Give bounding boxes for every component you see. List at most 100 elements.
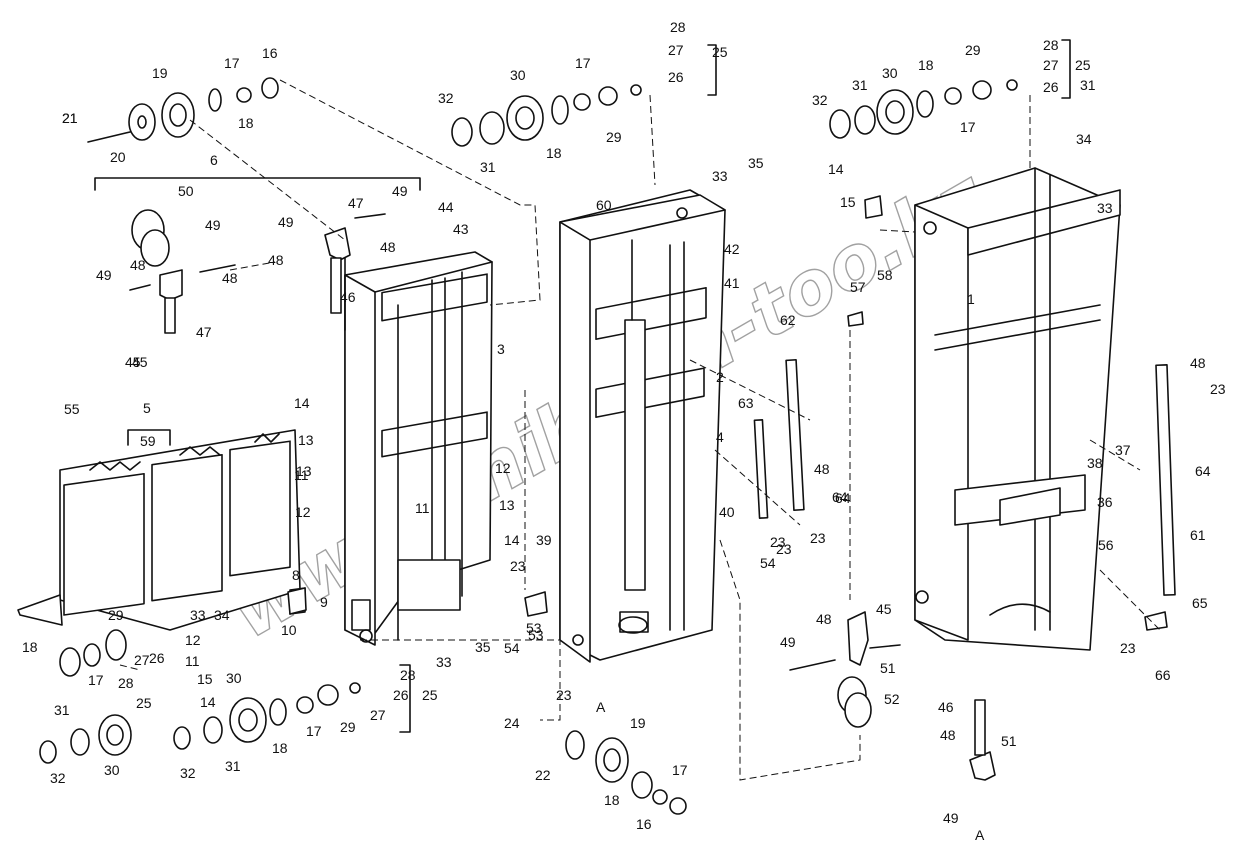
callout-23: 23 [770,534,786,550]
callout-49: 49 [780,634,796,650]
callout-28: 28 [400,667,416,683]
callout-62: 62 [780,312,796,328]
callout-5: 5 [143,400,151,416]
mast-channel-right [914,167,1121,651]
callout-30: 30 [226,670,242,686]
callout-10: 10 [281,622,297,638]
callout-2: 2 [716,369,724,385]
sheave-center-bottom [565,730,687,815]
callout-23: 23 [556,687,572,703]
callout-33: 33 [436,654,452,670]
roller-set-left-bottom [39,629,361,764]
callout-26: 26 [1043,79,1059,95]
callout-19: 19 [630,715,646,731]
callout-60: 60 [596,197,612,213]
callout-48: 48 [816,611,832,627]
callout-15: 15 [197,671,213,687]
callout-14: 14 [504,532,520,548]
callout-18: 18 [918,57,934,73]
callout-11: 11 [415,500,430,516]
small-blocks [287,195,1168,631]
callout-19: 19 [152,65,168,81]
callout-25: 25 [1075,57,1091,73]
callout-23: 23 [810,530,826,546]
callout-59: 59 [140,433,156,449]
mast-channel-left [344,249,493,646]
callout-48: 48 [1190,355,1206,371]
callout-53: 53 [528,627,544,643]
callout-51: 51 [880,660,896,676]
callout-54: 54 [760,555,776,571]
callout-51: 51 [1001,733,1017,749]
callout-31: 31 [852,77,868,93]
callout-35: 35 [748,155,764,171]
callout-27: 27 [370,707,386,723]
callout-48: 48 [380,239,396,255]
callout-30: 30 [104,762,120,778]
callout-28: 28 [1043,37,1059,53]
callout-49: 49 [278,214,294,230]
callout-42: 42 [724,241,740,257]
chain-sheave-assembly-top-left [87,77,279,143]
callout-28: 28 [670,19,686,35]
callout-32: 32 [812,92,828,108]
chain-anchor-right [789,611,996,781]
callout-48: 48 [814,461,830,477]
callout-29: 29 [340,719,356,735]
callout-63: 63 [738,395,754,411]
callout-21: 21 [62,110,78,126]
callout-34: 34 [1076,131,1092,147]
callout-17: 17 [224,55,240,71]
callout-29: 29 [606,129,622,145]
callout-54: 54 [504,640,520,656]
chain-anchor-left [129,209,236,334]
callout-41: 41 [724,275,740,291]
callout-48: 48 [130,257,146,273]
callout-A: A [596,699,606,715]
bracket-6 [94,39,1071,733]
callout-64: 64 [835,490,851,506]
callout-57: 57 [850,279,866,295]
assembly-lines [119,79,1161,781]
callout-61: 61 [1190,527,1206,543]
callout-45: 45 [125,354,141,370]
callout-48: 48 [222,270,238,286]
callout-48: 48 [268,252,284,268]
callout-13: 13 [298,432,314,448]
callout-23: 23 [1210,381,1226,397]
callout-13: 13 [296,463,312,479]
callout-49: 49 [392,183,408,199]
callout-17: 17 [575,55,591,71]
callout-9: 9 [320,594,328,610]
callout-3: 3 [497,341,505,357]
guide-rods [753,359,1176,596]
callout-20: 20 [110,149,126,165]
callout-31: 31 [225,758,241,774]
callout-26: 26 [149,650,165,666]
callout-21: 21 [62,110,78,126]
callout-26: 26 [393,687,409,703]
callout-52: 52 [884,691,900,707]
callout-17: 17 [306,723,322,739]
callout-50: 50 [178,183,194,199]
callout-11: 11 [294,467,309,483]
callout-47: 47 [196,324,212,340]
callout-65: 65 [1192,595,1208,611]
callout-4: 4 [716,429,724,445]
callout-30: 30 [510,67,526,83]
callout-47: 47 [348,195,364,211]
callout-43: 43 [453,221,469,237]
callout-23: 23 [510,558,526,574]
callout-17: 17 [960,119,976,135]
callout-18: 18 [546,145,562,161]
callout-53: 53 [526,620,542,636]
roller-set-center-top [451,84,642,147]
callout-12: 12 [295,504,311,520]
callout-22: 22 [535,767,551,783]
callout-32: 32 [50,770,66,786]
callout-37: 37 [1115,442,1131,458]
callout-49: 49 [96,267,112,283]
callout-40: 40 [719,504,735,520]
callout-58: 58 [877,267,893,283]
callout-13: 13 [499,497,515,513]
